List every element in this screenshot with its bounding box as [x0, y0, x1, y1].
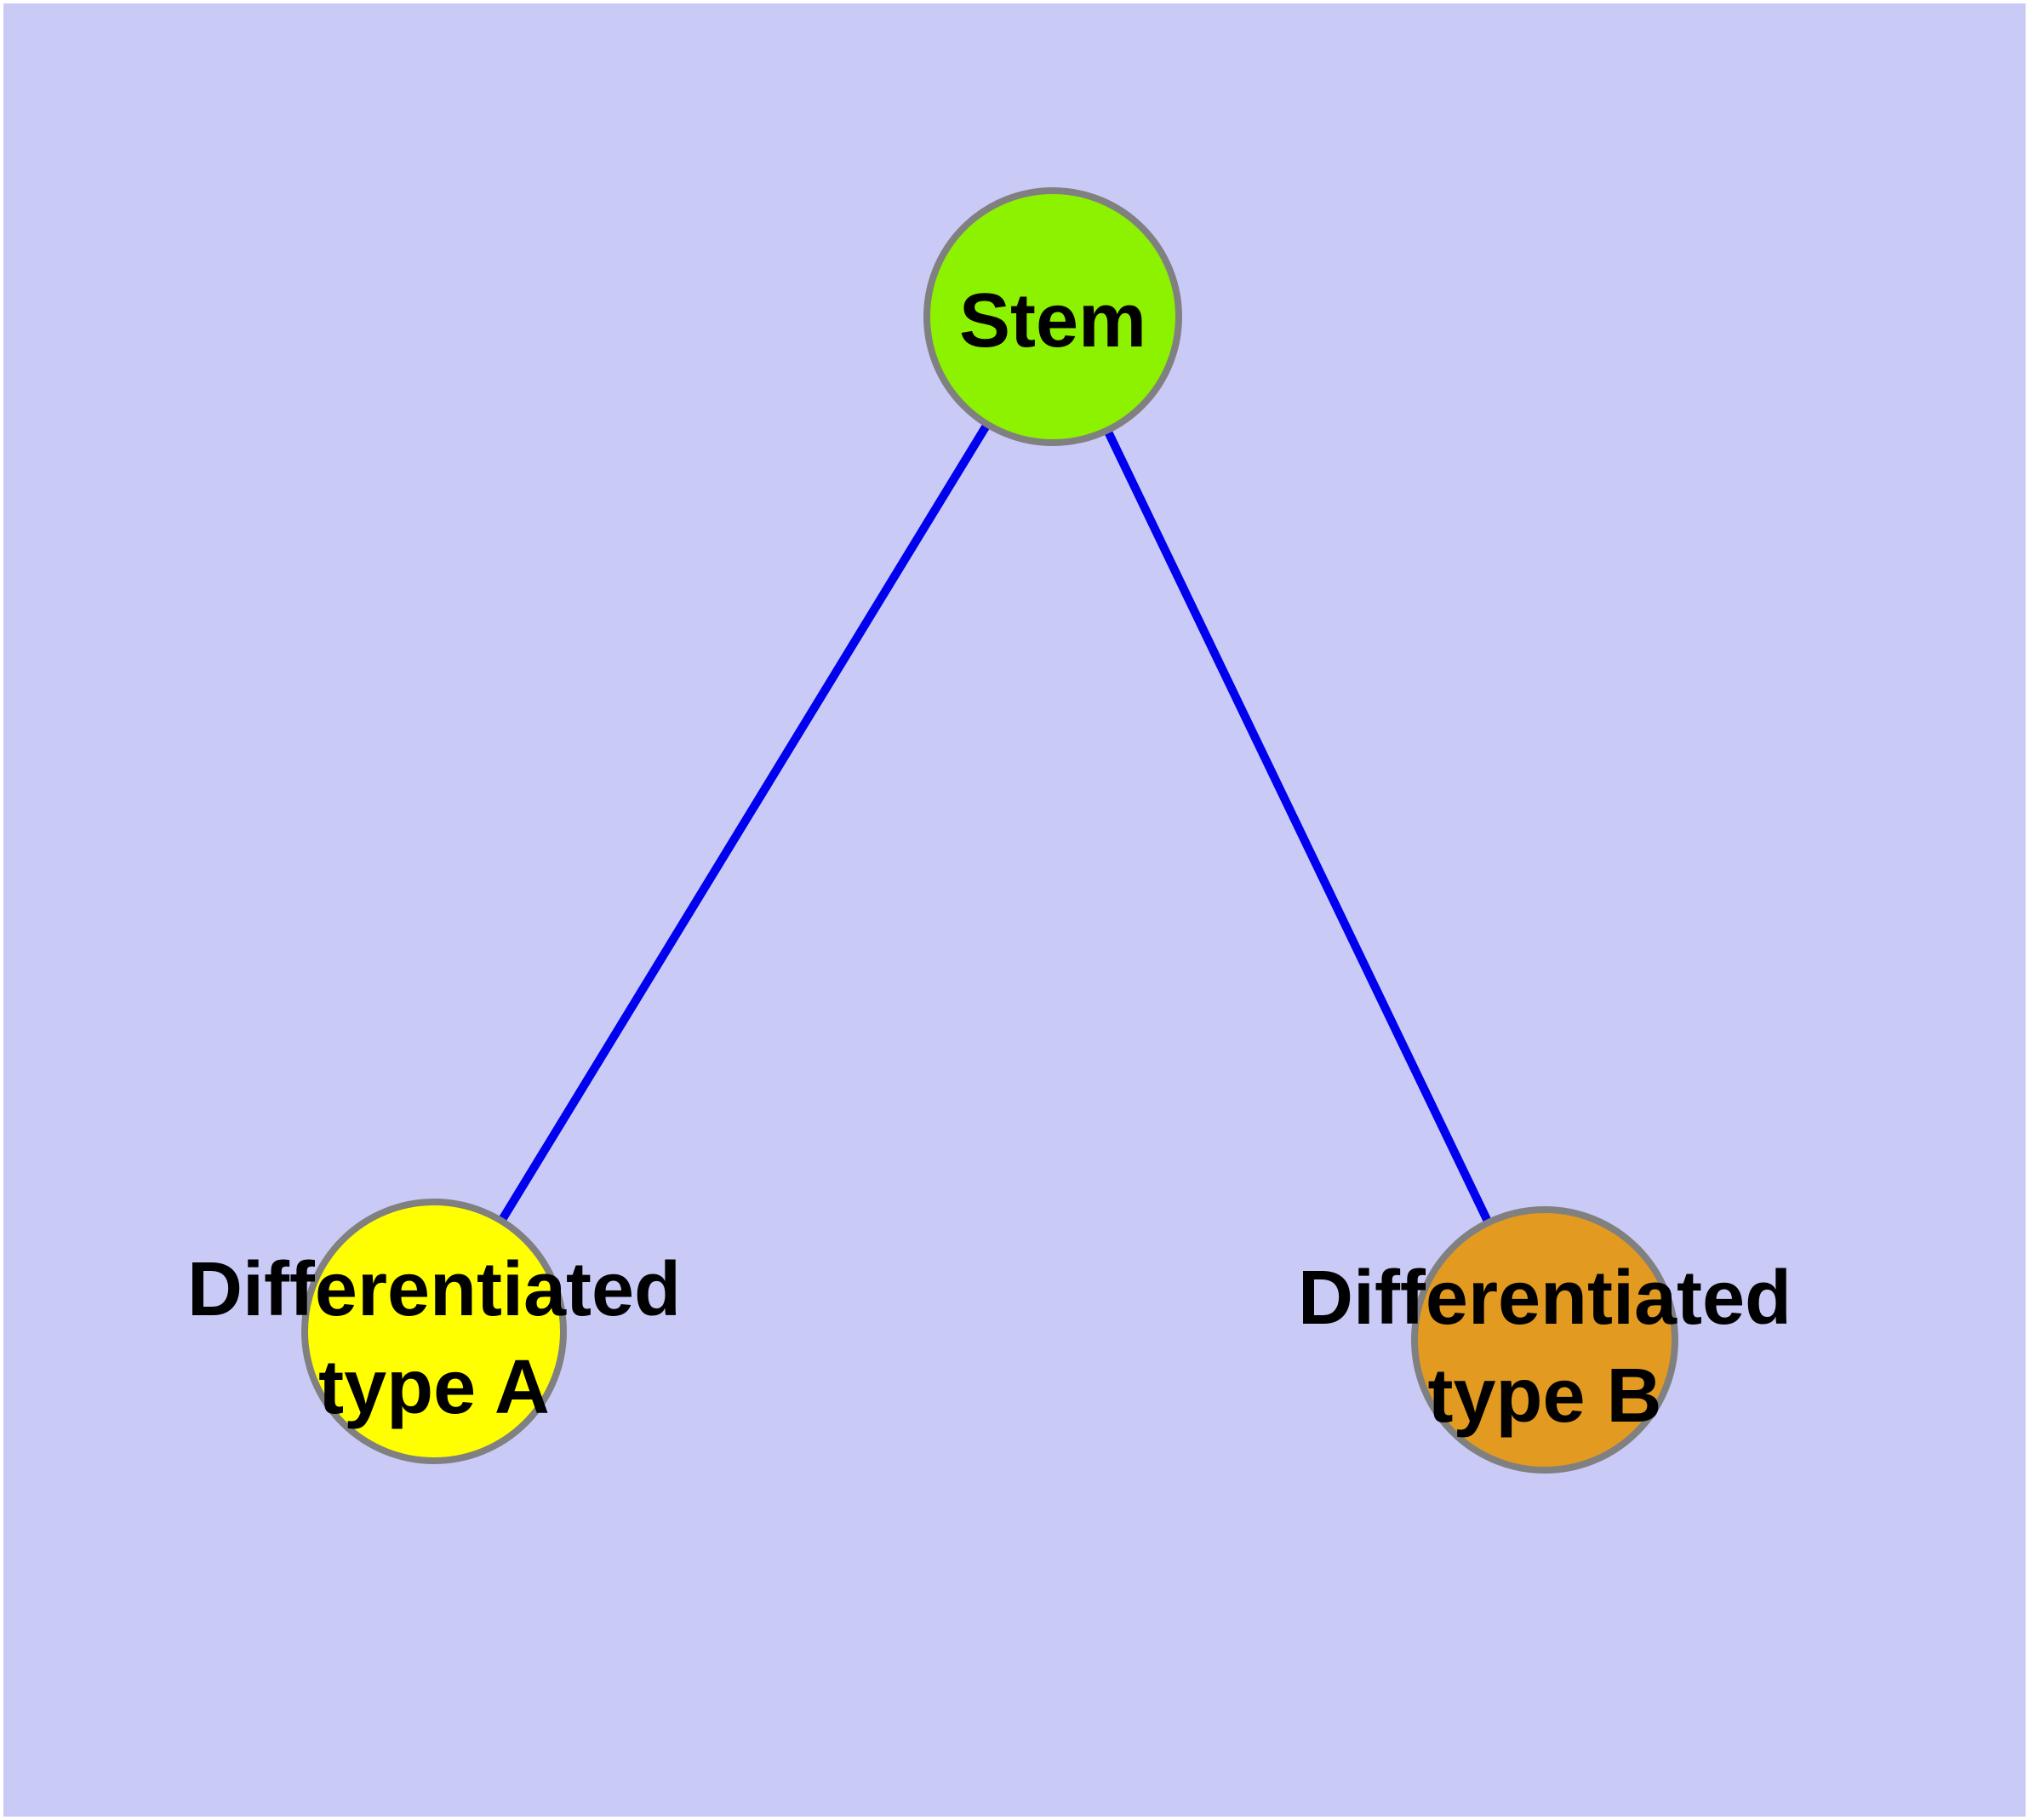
node-type-b-label-line2: type B: [1427, 1354, 1661, 1439]
node-type-a-label-line1: Differentiated: [187, 1247, 681, 1332]
node-stem-circle: [923, 187, 1182, 446]
node-type-b-circle: [1411, 1206, 1678, 1474]
edge-layer: [430, 314, 1549, 1342]
node-type-a-circle: [301, 1199, 567, 1464]
edge-stem-to-type-a: [430, 314, 1057, 1334]
node-stem: Stem: [923, 187, 1182, 446]
edge-stem-to-type-b: [1049, 314, 1549, 1342]
node-stem-label: Stem: [959, 278, 1146, 363]
node-differentiated-type-a: Differentiated type A: [187, 1199, 681, 1464]
node-type-b-label-line1: Differentiated: [1298, 1256, 1792, 1341]
node-differentiated-type-b: Differentiated type B: [1298, 1206, 1792, 1474]
node-type-a-label-line2: type A: [318, 1345, 550, 1430]
